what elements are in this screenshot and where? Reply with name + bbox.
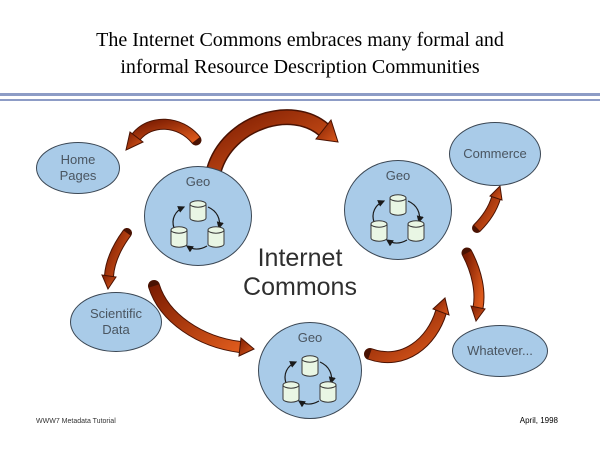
title-divider bbox=[0, 93, 600, 101]
node-whatever-label: Whatever... bbox=[467, 342, 533, 358]
arrow-bottom-right bbox=[364, 297, 450, 364]
node-geo-left-label: Geo bbox=[185, 174, 211, 189]
arrow-left-down bbox=[101, 228, 132, 291]
node-geo-bottom-label: Geo bbox=[297, 330, 323, 345]
node-geo-bottom: Geo bbox=[258, 322, 362, 419]
node-home-pages: Home Pages bbox=[36, 142, 120, 194]
footer-date: April, 1998 bbox=[519, 416, 558, 425]
slide-title-line1: The Internet Commons embraces many forma… bbox=[96, 29, 504, 51]
slide-title-line2: informal Resource Description Communitie… bbox=[120, 56, 480, 78]
arrow-commerce bbox=[472, 184, 503, 233]
arrow-right-down bbox=[461, 247, 486, 323]
node-commerce-label: Commerce bbox=[463, 145, 527, 161]
node-commerce: Commerce bbox=[449, 122, 541, 186]
node-scientific-data: Scientific Data bbox=[70, 292, 162, 352]
internet-commons-label: Internet Commons bbox=[243, 244, 357, 301]
footer-tutorial-credit: WWW7 Metadata Tutorial bbox=[36, 418, 116, 425]
node-geo-right-label: Geo bbox=[385, 168, 411, 183]
node-scientific-data-label: Scientific Data bbox=[89, 305, 143, 337]
arrow-top-center bbox=[206, 109, 339, 178]
arrow-bottom-left bbox=[148, 280, 255, 357]
arrow-home-pages bbox=[125, 118, 202, 151]
node-home-pages-label: Home Pages bbox=[59, 151, 97, 183]
node-whatever: Whatever... bbox=[452, 325, 548, 377]
slide-title: The Internet Commons embraces many forma… bbox=[0, 27, 600, 81]
